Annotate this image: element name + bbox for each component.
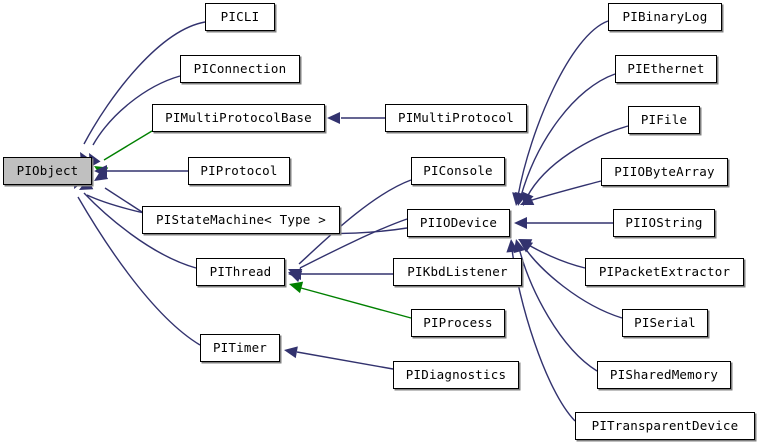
class-node-pitransparentdevice[interactable]: PITransparentDevice — [575, 412, 755, 440]
class-node-label: PIProtocol — [200, 162, 278, 178]
class-node-piconnection[interactable]: PIConnection — [180, 55, 300, 83]
class-node-piiodevice[interactable]: PIIODevice — [407, 209, 510, 237]
edge-piprotocol-to-piobject — [94, 165, 188, 177]
edge-pimultiprotocol-to-pimultiprotocolbase — [327, 112, 385, 124]
class-node-label: PITimer — [212, 339, 268, 355]
class-node-pifile[interactable]: PIFile — [628, 106, 700, 134]
class-node-label: PIIOByteArray — [614, 163, 715, 179]
class-node-pikbdlistener[interactable]: PIKbdListener — [393, 258, 522, 286]
arrowhead — [327, 112, 340, 124]
class-node-picli[interactable]: PICLI — [205, 3, 275, 31]
arrowhead — [514, 217, 527, 229]
class-node-label: PIThread — [209, 263, 272, 279]
arrowhead — [289, 281, 304, 294]
class-node-pibinarylog[interactable]: PIBinaryLog — [608, 3, 722, 31]
edge-piiobytearray-to-piiodevice — [520, 180, 602, 205]
class-node-label: PIObject — [16, 162, 79, 178]
arrowhead — [519, 240, 534, 253]
class-node-pipacketextractor[interactable]: PIPacketExtractor — [585, 258, 744, 286]
edge-piprocess-to-pithread — [289, 281, 412, 319]
class-node-label: PIProcess — [423, 314, 493, 330]
class-node-label: PIMultiProtocolBase — [165, 109, 312, 125]
class-node-label: PIKbdListener — [407, 263, 508, 279]
class-node-pimultiprotocol[interactable]: PIMultiProtocol — [385, 104, 527, 132]
class-node-label: PIIOString — [625, 214, 703, 230]
arrowhead — [520, 194, 535, 205]
edge-piethernet-to-piiodevice — [515, 73, 616, 206]
class-node-label: PIConsole — [423, 162, 493, 178]
class-node-label: PITransparentDevice — [591, 417, 739, 433]
class-node-label: PISharedMemory — [609, 366, 719, 382]
class-node-piobject[interactable]: PIObject — [3, 157, 92, 185]
class-node-piconsole[interactable]: PIConsole — [411, 157, 505, 185]
arrowhead — [288, 268, 301, 280]
class-node-pistatemachine[interactable]: PIStateMachine< Type > — [142, 206, 340, 234]
class-node-label: PIIODevice — [419, 214, 498, 230]
class-node-label: PIBinaryLog — [622, 8, 708, 24]
class-node-piiobytearray[interactable]: PIIOByteArray — [601, 158, 728, 186]
class-node-piiostring[interactable]: PIIOString — [613, 209, 715, 237]
class-node-label: PIStateMachine< Type > — [156, 211, 326, 227]
class-node-piprocess[interactable]: PIProcess — [411, 309, 505, 337]
edge-pitimer-to-piobject — [74, 174, 201, 346]
class-node-label: PICLI — [220, 8, 260, 24]
arrowhead — [94, 168, 109, 181]
class-node-pimultiprotocolbase[interactable]: PIMultiProtocolBase — [152, 104, 325, 132]
class-node-pithread[interactable]: PIThread — [196, 258, 285, 286]
edge-pidiagnostics-to-pitimer — [284, 346, 394, 370]
class-node-label: PIDiagnostics — [405, 366, 507, 382]
class-node-piserial[interactable]: PISerial — [622, 309, 708, 337]
class-node-label: PISerial — [634, 314, 696, 330]
edge-pistatemachine-to-piobject — [94, 168, 143, 213]
edge-piiostring-to-piiodevice — [514, 217, 613, 229]
class-node-piethernet[interactable]: PIEthernet — [615, 55, 717, 83]
class-node-piprotocol[interactable]: PIProtocol — [188, 157, 290, 185]
edge-piserial-to-piiodevice — [519, 240, 623, 319]
class-node-label: PIConnection — [193, 60, 287, 76]
edge-pikbdlistener-to-pithread — [288, 268, 393, 280]
class-node-pitimer[interactable]: PITimer — [200, 334, 280, 362]
class-node-label: PIPacketExtractor — [598, 263, 731, 279]
class-node-pisharedmemory[interactable]: PISharedMemory — [597, 361, 731, 389]
arrowhead — [284, 346, 298, 359]
class-node-label: PIFile — [640, 111, 688, 127]
class-node-label: PIEthernet — [627, 60, 705, 76]
edge-picli-to-piobject — [80, 21, 206, 167]
arrowhead — [506, 239, 519, 253]
class-node-pidiagnostics[interactable]: PIDiagnostics — [393, 361, 519, 389]
class-node-label: PIMultiProtocol — [398, 109, 514, 125]
